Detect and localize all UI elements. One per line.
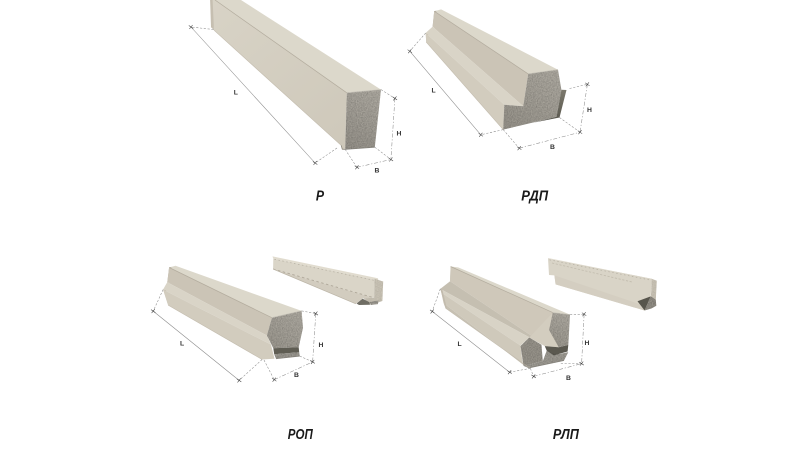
svg-text:РДП: РДП (521, 188, 549, 205)
svg-text:L: L (180, 341, 184, 348)
svg-text:B: B (294, 372, 299, 379)
svg-text:L: L (234, 90, 238, 97)
svg-text:B: B (375, 168, 380, 175)
svg-text:H: H (397, 131, 402, 138)
svg-text:B: B (550, 144, 555, 151)
svg-text:L: L (432, 88, 436, 95)
svg-text:Р: Р (316, 188, 325, 205)
svg-text:РОП: РОП (288, 426, 314, 443)
svg-text:H: H (319, 342, 324, 349)
svg-text:H: H (587, 107, 592, 114)
svg-text:H: H (585, 340, 590, 347)
svg-text:B: B (566, 375, 571, 382)
svg-text:L: L (458, 341, 462, 348)
svg-text:РЛП: РЛП (553, 426, 580, 443)
